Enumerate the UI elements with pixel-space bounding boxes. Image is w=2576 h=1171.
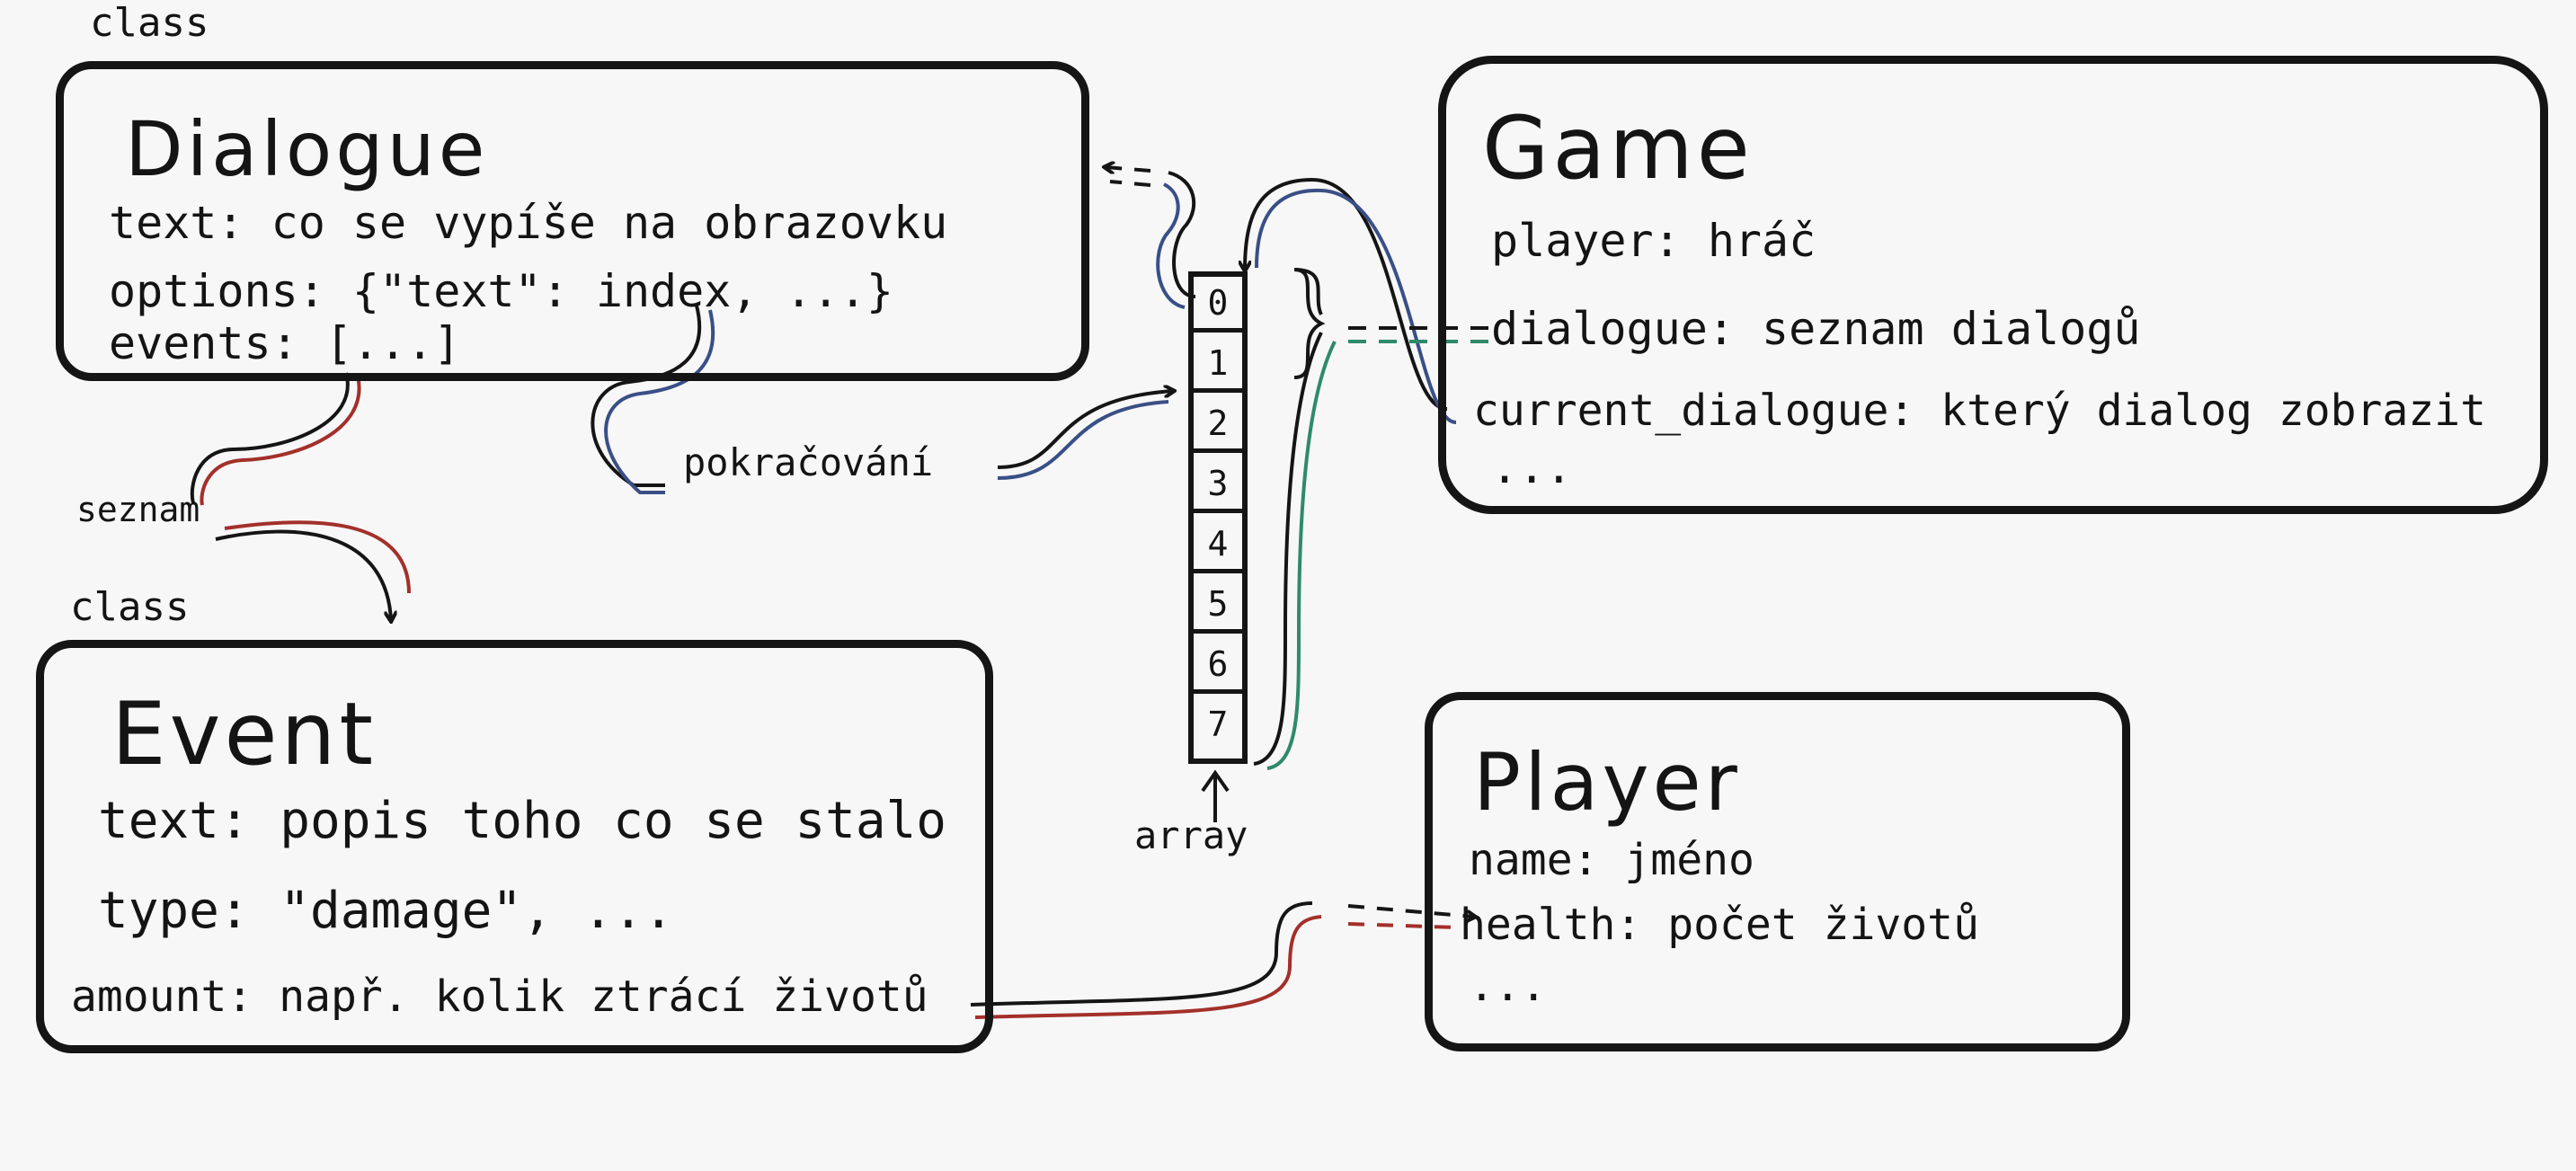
event-attr-amount: amount: např. kolik ztrácí životů — [71, 971, 928, 1022]
event-attr-type: type: "damage", ... — [98, 882, 674, 940]
wire-current-dialogue-to-array — [1245, 177, 1457, 424]
pokracovani-label: pokračování — [683, 440, 934, 484]
event-title: Event — [111, 684, 378, 785]
wire-seznam-to-event — [215, 520, 411, 620]
wire-amount-to-health — [970, 901, 1474, 1019]
array-cell: 6 — [1194, 638, 1242, 694]
array-cell: 1 — [1194, 337, 1242, 393]
wire-array-to-dialogue — [1106, 167, 1196, 309]
event-stereotype: class — [70, 584, 190, 630]
player-attr-name: name: jméno — [1469, 835, 1754, 885]
game-box: Game player: hráč dialogue: seznam dialo… — [1438, 56, 2548, 514]
player-box: Player name: jméno health: počet životů … — [1425, 692, 2130, 1051]
dialogue-attr-events: events: [...] — [109, 317, 461, 369]
array-cell: 7 — [1207, 705, 1229, 744]
game-attr-current-dialogue: current_dialogue: který dialog zobrazit — [1473, 386, 2487, 436]
wire-events-to-seznam — [190, 372, 361, 506]
dialogue-class-box: Dialogue text: co se vypíše na obrazovku… — [56, 61, 1089, 381]
game-attr-more: ... — [1491, 441, 1573, 493]
event-attr-text: text: popis toho co se stalo — [98, 792, 947, 850]
array-cell: 3 — [1194, 457, 1242, 513]
dialogue-array: 0 1 2 3 4 5 6 7 — [1188, 271, 1248, 764]
game-attr-player: player: hráč — [1491, 215, 1817, 267]
event-class-box: Event text: popis toho co se stalo type:… — [36, 640, 993, 1053]
array-cell: 5 — [1194, 578, 1242, 634]
array-cell: 2 — [1194, 397, 1242, 453]
array-cell: 4 — [1194, 518, 1242, 573]
dialogue-stereotype: class — [90, 0, 209, 46]
player-attr-more: ... — [1469, 961, 1547, 1011]
game-title: Game — [1482, 98, 1754, 199]
dialogue-title: Dialogue — [125, 105, 489, 193]
player-title: Player — [1473, 736, 1741, 829]
dialogue-attr-options: options: {"text": index, ...} — [109, 265, 893, 317]
dialogue-attr-text: text: co se vypíše na obrazovku — [109, 197, 948, 249]
wire-pokracovani-to-array — [997, 391, 1173, 480]
wire-array-to-game-dialogue — [1253, 268, 1492, 770]
array-cell: 0 — [1194, 277, 1242, 333]
game-attr-dialogue: dialogue: seznam dialogů — [1491, 303, 2141, 355]
seznam-label: seznam — [76, 490, 200, 529]
wire-index-to-pokracovani — [591, 305, 715, 494]
array-label-arrow — [1201, 769, 1230, 822]
array-label: array — [1134, 813, 1248, 857]
player-attr-health: health: počet životů — [1460, 900, 1979, 950]
